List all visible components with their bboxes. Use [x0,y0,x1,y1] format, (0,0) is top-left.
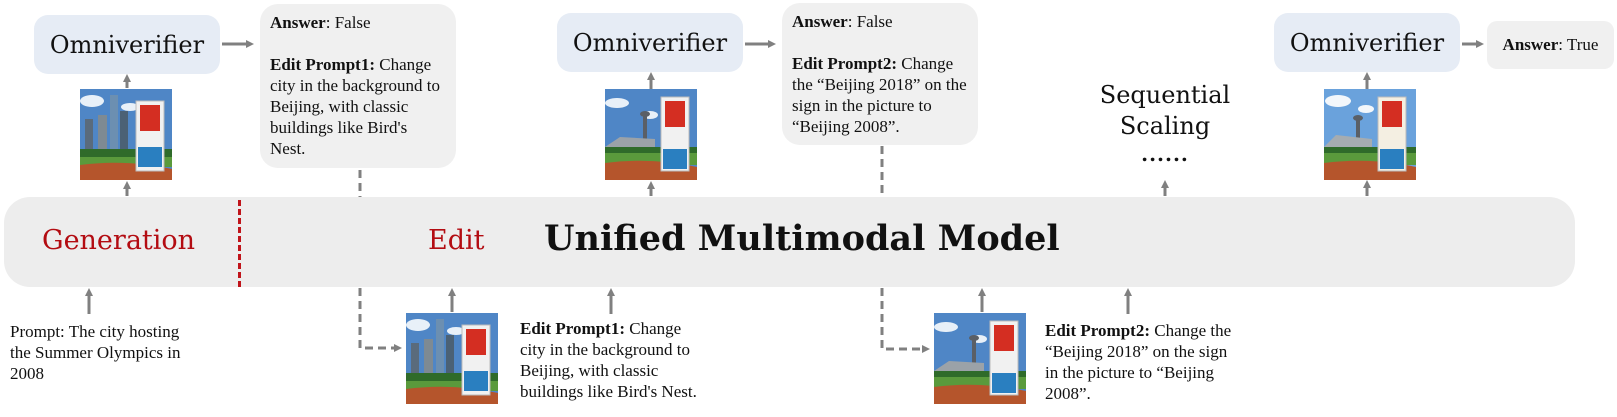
edit-prompt-text: Change the “Beijing 2018” on the sign in… [792,54,967,136]
dashed-feedback-1-bottom [358,288,402,352]
omniverifier-box-1: Omniverifier [34,15,220,74]
answer-label: Answer [1502,35,1559,54]
answer-box-1: Answer: False Edit Prompt1: Change city … [260,4,456,168]
edit-prompt-text: Change city in the background to Beijing… [270,55,440,158]
answer-box-3: Answer: True [1487,21,1614,69]
sequential-scaling-label: Sequential Scaling ...... [1090,80,1240,166]
generated-image-city-skyline-input [406,313,498,404]
final-image-beijing-2008 [1324,89,1416,180]
edited-image-1-birds-nest-input [934,313,1026,404]
edited-image-1-birds-nest [605,89,697,180]
edit-prompt-label: Edit Prompt1: [520,319,625,338]
omniverifier-box-2: Omniverifier [557,13,743,72]
answer-value: : False [847,12,893,31]
bottom-edit-prompt-1: Edit Prompt1: Change city in the backgro… [520,318,710,402]
edit-prompt-label: Edit Prompt1: [270,55,375,74]
dashed-feedback-2-bottom [880,288,930,353]
unified-multimodal-model-bar [4,197,1575,287]
answer-label: Answer [792,12,848,31]
omniverifier-label: Omniverifier [1289,28,1445,57]
generation-edit-divider [238,200,241,287]
edit-label: Edit [428,225,485,256]
answer-box-2: Answer: False Edit Prompt2: Change the “… [782,3,978,145]
generated-image-city-skyline [80,89,172,180]
initial-prompt: Prompt: The city hosting the Summer Olym… [10,322,181,383]
generation-label: Generation [42,225,196,256]
omniverifier-label: Omniverifier [572,28,728,57]
omniverifier-label: Omniverifier [49,30,205,59]
edit-prompt-text: Change the “Beijing 2018” on the sign in… [1045,321,1232,403]
bottom-edit-prompt-2: Edit Prompt2: Change the “Beijing 2018” … [1045,320,1235,404]
answer-value: : True [1558,35,1599,54]
answer-label: Answer [270,13,326,32]
edit-prompt-text: Change city in the background to Beijing… [520,319,697,401]
edit-prompt-label: Edit Prompt2: [792,54,897,73]
edit-prompt-label: Edit Prompt2: [1045,321,1150,340]
model-title: Unified Multimodal Model [544,218,1060,259]
answer-value: : False [325,13,371,32]
omniverifier-box-3: Omniverifier [1274,13,1460,72]
ellipsis: ...... [1141,142,1189,166]
